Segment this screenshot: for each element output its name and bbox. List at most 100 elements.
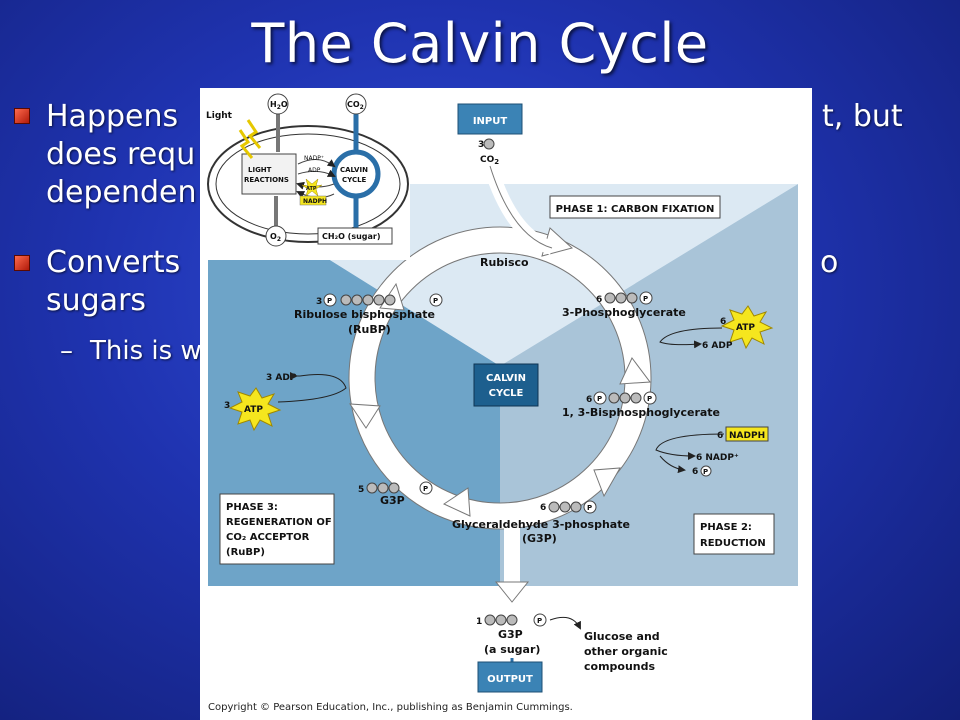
regen-atp-count: 3: [224, 401, 230, 411]
pga-molecule: [604, 291, 653, 305]
nadp-out-label: 6 NADP⁺: [696, 453, 739, 463]
ring-arrowhead: [619, 357, 651, 385]
light-bolt-icon: [238, 129, 254, 159]
glucose-label-2: other organic: [584, 645, 668, 658]
pga-count: 6: [596, 295, 602, 305]
phase-3-label-3: CO₂ ACCEPTOR: [226, 532, 310, 543]
g3p-recycle-count: 5: [358, 485, 364, 495]
h2o-circle: [267, 93, 289, 115]
phosphate-symbol: P: [587, 504, 592, 512]
bullet-1-line-1-tail: t, but: [822, 99, 903, 134]
bpg-count: 6: [586, 395, 592, 405]
bullet-marker-1: [14, 108, 30, 124]
bpg-molecule: [593, 391, 657, 405]
phase-1-label: PHASE 1: CARBON FIXATION: [556, 204, 715, 215]
g3p-label-1: Glyceraldehyde 3-phosphate: [452, 518, 630, 531]
output-arrowhead: [494, 581, 530, 603]
regen-atp-label: ATP: [244, 405, 263, 415]
nadph-inset-label: NADPH: [303, 198, 327, 205]
rubp-label-2: (RuBP): [348, 323, 391, 336]
atp-star-icon: [228, 387, 282, 432]
pi-out-arrow: [659, 455, 686, 474]
cycle-ring-outer: [348, 226, 652, 530]
slide-title: The Calvin Cycle: [251, 12, 709, 75]
regen-atp-flow-arrow: [277, 374, 347, 403]
g3p-molecule: [548, 500, 597, 514]
input-box: [457, 103, 523, 135]
output-to-glucose-arrow: [549, 616, 581, 630]
atp-star-icon: [720, 305, 774, 350]
o2-label: O2: [270, 232, 281, 243]
calvin-center-label-1: CALVIN: [486, 373, 526, 384]
phosphate-symbol: P: [597, 395, 602, 403]
phase-3-label-4: (RuBP): [226, 547, 265, 558]
input-arrow-outline: [489, 165, 553, 249]
phosphate-symbol: P: [647, 395, 652, 403]
calvin-cycle-center-box: [473, 363, 539, 407]
phase-3-box: [219, 493, 335, 565]
light-reactions-label-1: LIGHT: [248, 166, 272, 174]
nadp-flow-arrow: [297, 159, 336, 168]
atp-in-label: ATP: [736, 323, 755, 333]
sub-bullet-text: This is w: [90, 336, 202, 366]
co2-circle: [345, 93, 367, 115]
phase-2-box: [693, 513, 775, 555]
g3p-recycle-label: G3P: [380, 494, 405, 507]
input-count: 3: [478, 140, 484, 150]
atp-star-icon: [301, 178, 323, 197]
chloroplast-inset: Light H2O CO2 NADP⁺ ADP LIGHT REACTIONS …: [204, 92, 410, 260]
ring-arrowhead: [593, 467, 621, 498]
rubp-label-1: Ribulose bisphosphate: [294, 308, 435, 321]
nadph-label: NADPH: [729, 431, 765, 441]
bullet-1-line-3: dependen: [46, 175, 197, 210]
phase-3-label-2: REGENERATION OF: [226, 517, 332, 528]
ring-arrowhead: [442, 487, 471, 517]
adp-out-label: 6 ADP: [702, 341, 733, 351]
calvin-inset-cycle: [331, 149, 381, 199]
calvin-center-label-2: CYCLE: [489, 388, 524, 399]
bpg-label: 1, 3-Bisphosphoglycerate: [562, 406, 720, 419]
nadph-box: [725, 426, 769, 442]
adp-inset-label: ADP: [308, 167, 321, 174]
phosphate-symbol: P: [423, 485, 428, 493]
bullet-2-line-1: Converts: [46, 245, 181, 280]
phosphate-symbol: P: [703, 468, 708, 476]
input-molecule-label: CO2: [480, 155, 499, 166]
phase-1-box: [549, 195, 721, 219]
output-label-1: G3P: [498, 628, 523, 641]
g3p-label-2: (G3P): [522, 532, 557, 545]
sugar-label: CH₂O (sugar): [322, 232, 381, 241]
bullet-1-line-2: does requ: [46, 137, 196, 172]
light-reactions-box: [241, 153, 297, 195]
bullet-2-line-2: sugars: [46, 283, 147, 318]
regen-adp-label: 3 ADP: [266, 373, 297, 383]
g3p-count: 6: [540, 503, 546, 513]
phase-2-label-2: REDUCTION: [700, 538, 766, 549]
o2-circle: [265, 225, 287, 247]
nadph-inset-box: [299, 195, 327, 206]
pga-label: 3-Phosphoglycerate: [562, 306, 686, 319]
rubp-count: 3: [316, 297, 322, 307]
nadp-inset-label: NADP⁺: [304, 155, 324, 162]
glucose-label-1: Glucose and: [584, 630, 660, 643]
pi-molecule: [700, 465, 712, 477]
phosphate-symbol: P: [433, 297, 438, 305]
phosphate-symbol: P: [327, 297, 332, 305]
bullet-2-line-1-tail: o: [820, 245, 839, 280]
output-label: OUTPUT: [487, 674, 533, 685]
input-co2-molecule: [483, 138, 495, 150]
g3p-recycle-molecule: [366, 481, 433, 495]
glucose-label-3: compounds: [584, 660, 656, 673]
nadph-count: 6: [717, 431, 723, 441]
light-reactions-label-2: REACTIONS: [244, 176, 289, 184]
bullet-marker-2: [14, 255, 30, 271]
phase-3-label-1: PHASE 3:: [226, 502, 278, 513]
light-label: Light: [206, 111, 233, 121]
input-label: INPUT: [473, 116, 508, 127]
atp-in-count: 6: [720, 317, 726, 327]
bullet-1-line-1: Happens: [46, 99, 179, 134]
rubp-molecule: [323, 293, 443, 307]
calvin-cycle-figure: Light H2O CO2 NADP⁺ ADP LIGHT REACTIONS …: [200, 88, 812, 720]
output-g3p-molecule: [484, 613, 547, 627]
phosphate-symbol: P: [537, 617, 542, 625]
